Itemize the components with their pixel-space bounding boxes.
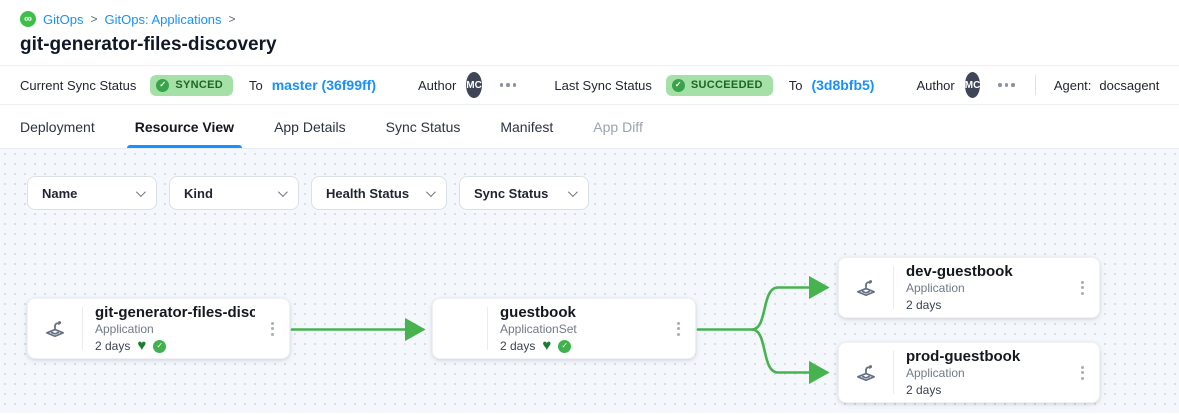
application-icon [839,360,893,386]
tab-app-diff: App Diff [593,118,643,135]
application-icon [839,275,893,301]
breadcrumb-separator: > [90,12,98,26]
node-age: 2 days [906,383,942,397]
node-divider [82,307,83,350]
breadcrumb-link-gitops[interactable]: GitOps [43,11,84,27]
node-kebab-menu-icon[interactable] [1071,280,1093,295]
last-sync-to-label: To [788,77,803,93]
node-age: 2 days [95,339,131,353]
current-sync-author-label: Author [417,77,457,93]
filter-label: Name [42,185,78,201]
tab-bar: Deployment Resource View App Details Syn… [0,105,1179,149]
agent-group: Agent: docsagent [1017,75,1160,95]
last-sync-author-label: Author [916,77,955,93]
last-sync-status-label: Last Sync Status [554,77,652,93]
node-body: dev-guestbook Application 2 days ♥ ✓ [894,263,1071,312]
node-title: guestbook [500,304,576,321]
tab-sync-status[interactable]: Sync Status [385,118,461,135]
node-kind: Application [906,281,965,295]
node-meta: 2 days ♥ ✓ [906,298,1065,312]
node-age: 2 days [500,339,536,353]
node-body: git-generator-files-disco... Application… [83,304,261,353]
last-sync-badge-text: SUCCEEDED [690,79,763,91]
application-icon [28,316,82,342]
node-kind: Application [906,366,965,380]
page-header: ∞ GitOps > GitOps: Applications > git-ge… [0,0,1179,65]
node-guestbook[interactable]: guestbook ApplicationSet 2 days ♥ ✓ [432,298,696,359]
current-sync-status-badge: ✓ SYNCED [150,74,233,96]
filter-label: Kind [184,185,213,201]
sync-check-icon: ✓ [153,339,167,353]
tab-deployment[interactable]: Deployment [20,118,95,135]
status-divider [1034,75,1036,95]
last-sync-revision-link[interactable]: (3d8bfb5) [811,77,875,93]
filter-name-dropdown[interactable]: Name [27,176,157,210]
node-kebab-menu-icon[interactable] [667,321,689,336]
node-meta: 2 days ♥ ✓ [95,339,255,353]
last-sync-status-badge: ✓ SUCCEEDED [665,74,773,96]
filter-health-status-dropdown[interactable]: Health Status [311,176,447,210]
node-body: prod-guestbook Application 2 days ♥ ✓ [894,348,1071,397]
node-dev-guestbook[interactable]: dev-guestbook Application 2 days ♥ ✓ [838,257,1100,318]
node-kebab-menu-icon[interactable] [261,321,283,336]
tab-manifest[interactable]: Manifest [500,118,554,135]
health-heart-icon: ♥ [542,337,552,355]
chevron-down-icon [567,186,578,197]
check-circle-icon: ✓ [156,78,170,92]
node-kind: ApplicationSet [500,322,577,336]
filter-label: Sync Status [474,185,549,201]
node-title: git-generator-files-disco... [95,304,255,321]
node-age: 2 days [906,298,942,312]
node-body: guestbook ApplicationSet 2 days ♥ ✓ [488,304,667,353]
node-kebab-menu-icon[interactable] [1071,365,1093,380]
chevron-down-icon [135,186,146,197]
breadcrumb-separator: > [228,12,236,26]
node-title: dev-guestbook [906,263,1013,280]
last-sync-more-menu-icon[interactable] [996,79,1017,91]
breadcrumb: ∞ GitOps > GitOps: Applications > [20,11,1159,27]
current-sync-status-label: Current Sync Status [20,77,137,93]
resource-graph-canvas[interactable]: Name Kind Health Status Sync Status [0,149,1179,413]
filter-kind-dropdown[interactable]: Kind [169,176,299,210]
current-sync-author-avatar: MC [466,72,482,98]
node-title: prod-guestbook [906,348,1021,365]
current-sync-to-label: To [248,77,263,93]
node-kind: Application [95,322,154,336]
breadcrumb-link-applications[interactable]: GitOps: Applications [104,11,222,27]
node-divider [893,266,894,309]
tab-resource-view[interactable]: Resource View [126,105,243,148]
tab-app-details[interactable]: App Details [274,118,346,135]
agent-value: docsagent [1099,77,1160,93]
node-git-generator-files-discovery[interactable]: git-generator-files-disco... Application… [27,298,290,359]
edge-guestbook-to-prod [750,328,830,385]
filter-sync-status-dropdown[interactable]: Sync Status [459,176,589,210]
sync-check-icon: ✓ [558,339,572,353]
node-divider [893,351,894,394]
current-sync-more-menu-icon[interactable] [498,79,519,91]
graph-filters: Name Kind Health Status Sync Status [27,176,589,210]
chevron-down-icon [277,186,288,197]
page-title: git-generator-files-discovery [20,34,277,55]
check-circle-icon: ✓ [671,78,685,92]
health-heart-icon: ♥ [137,337,147,355]
agent-label: Agent: [1053,77,1092,93]
filter-label: Health Status [326,185,410,201]
last-sync-author-avatar: MC [964,72,981,98]
node-meta: 2 days ♥ ✓ [906,383,1065,397]
node-prod-guestbook[interactable]: prod-guestbook Application 2 days ♥ ✓ [838,342,1100,403]
node-meta: 2 days ♥ ✓ [500,339,661,353]
current-sync-badge-text: SYNCED [175,79,223,91]
status-bar: Current Sync Status ✓ SYNCED To master (… [0,65,1179,105]
chevron-down-icon [425,186,436,197]
node-divider [487,307,488,350]
edge-guestbook-to-dev [696,275,830,331]
gitops-infinity-icon: ∞ [20,11,36,27]
current-sync-revision-link[interactable]: master (36f99ff) [271,77,376,93]
